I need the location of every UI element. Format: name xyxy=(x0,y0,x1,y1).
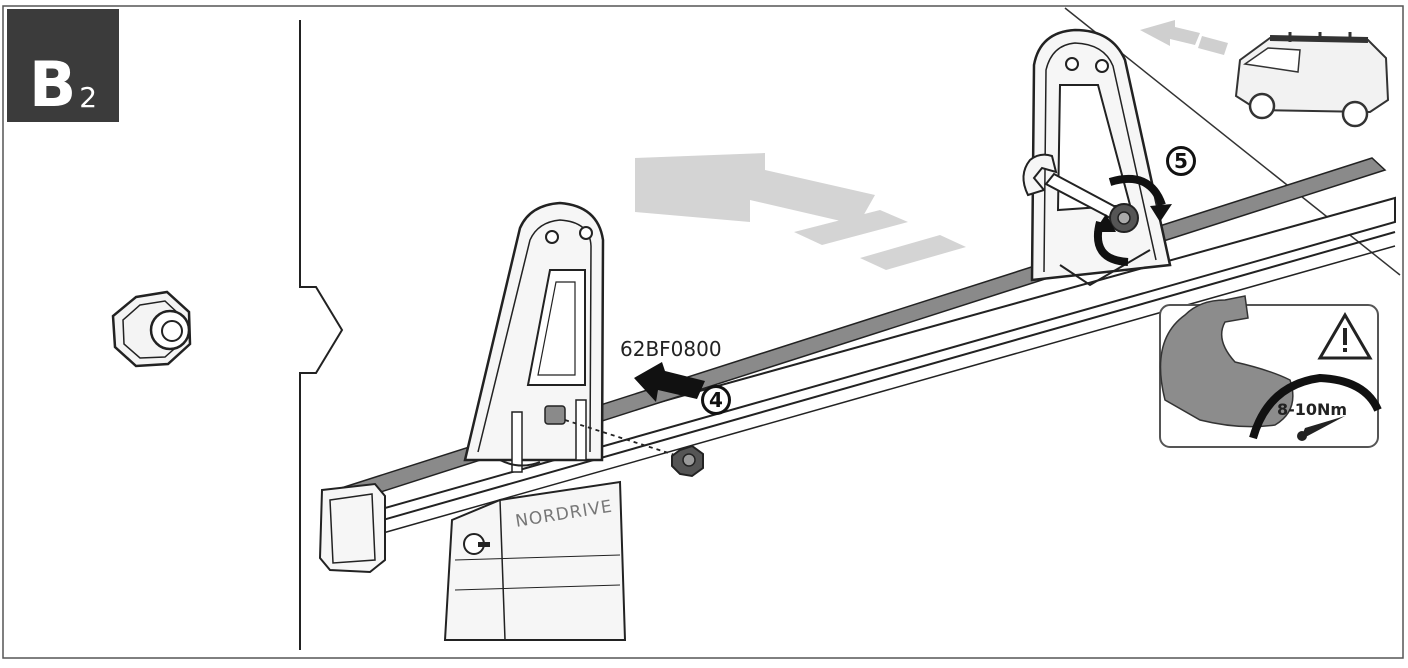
wrench-icon xyxy=(1022,153,1139,233)
hex-nut-icon xyxy=(111,290,192,368)
bicep-icon xyxy=(1159,295,1294,428)
torque-warning-box xyxy=(1159,295,1382,448)
part-code-label: 62BF0800 xyxy=(620,337,722,361)
step-badge: B 2 xyxy=(7,9,119,122)
direction-arrow-icon xyxy=(635,153,966,270)
van-direction-arrow-icon xyxy=(1140,20,1228,55)
van-thumbnail xyxy=(1064,7,1401,276)
step-4-marker: 4 xyxy=(701,385,731,415)
mounting-foot xyxy=(443,480,627,641)
gauge-icon xyxy=(1249,373,1382,441)
torque-value-label: 8-10Nm xyxy=(1277,400,1348,419)
warning-icon xyxy=(1317,312,1373,360)
panel-frame xyxy=(2,5,1404,659)
divider-arrow xyxy=(299,20,344,650)
step-letter: B xyxy=(28,48,77,121)
rotation-arrow-icon xyxy=(1093,174,1172,266)
load-stop-left xyxy=(463,201,605,473)
van-icon xyxy=(1234,32,1390,128)
step-number: 2 xyxy=(79,81,98,114)
step-5-marker: 5 xyxy=(1166,146,1196,176)
bolt-assembly xyxy=(544,405,704,478)
push-arrow-icon xyxy=(634,362,705,402)
